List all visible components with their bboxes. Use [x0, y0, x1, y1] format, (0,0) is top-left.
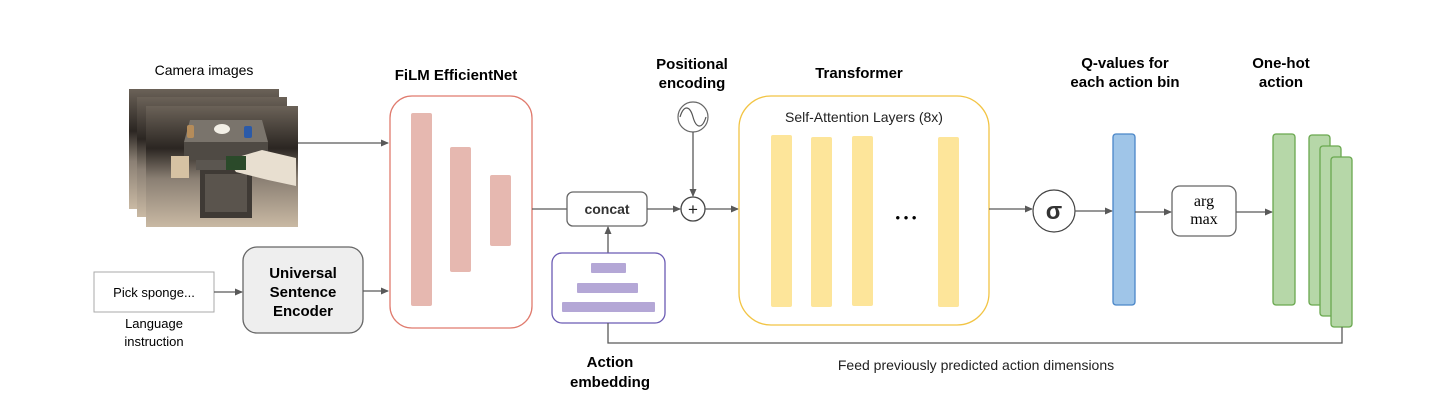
attention-layer-bar	[771, 135, 792, 307]
feedback-label: Feed previously predicted action dimensi…	[838, 357, 1114, 373]
concat-label: concat	[584, 201, 629, 217]
ellipsis: • • •	[896, 210, 917, 225]
svg-text:σ: σ	[1046, 198, 1062, 225]
qvalues-bar	[1112, 133, 1136, 306]
attention-layer-bar	[938, 137, 959, 307]
camera-frame-front	[146, 106, 298, 227]
use-label-2: Sentence	[270, 284, 337, 301]
use-label-3: Encoder	[273, 303, 333, 320]
sigma-activation-icon: σ	[1032, 189, 1076, 233]
language-instruction-label-2: instruction	[124, 334, 183, 349]
argmax-label-2: max	[1190, 211, 1218, 228]
action-embedding-bar	[562, 302, 655, 312]
qvalues-label-2: each action bin	[1070, 74, 1179, 91]
svg-text:+: +	[688, 200, 698, 219]
add-operator-icon: +	[680, 196, 706, 222]
argmax-box	[1171, 185, 1237, 237]
action-embedding-label-1: Action	[587, 354, 634, 371]
attention-layer-bar	[852, 136, 873, 306]
self-attention-label: Self-Attention Layers (8x)	[785, 109, 943, 125]
instruction-text: Pick sponge...	[113, 285, 195, 300]
qvalues-label-1: Q-values for	[1081, 55, 1169, 72]
universal-sentence-encoder-box	[242, 246, 364, 334]
action-embedding-bar	[577, 283, 638, 293]
film-efficientnet-title: FiLM EfficientNet	[395, 67, 518, 84]
onehot-label-1: One-hot	[1252, 55, 1310, 72]
feedback-connector	[607, 323, 1343, 344]
action-embedding-label-2: embedding	[570, 374, 650, 391]
camera-images-stack	[129, 89, 298, 227]
camera-images-label: Camera images	[155, 62, 254, 78]
attention-layer-bar	[811, 137, 832, 307]
language-instruction-label-1: Language	[125, 316, 183, 331]
transformer-title: Transformer	[815, 65, 903, 82]
film-layer-bar	[450, 147, 471, 272]
onehot-bar	[1272, 133, 1296, 306]
positional-encoding-label-1: Positional	[656, 56, 728, 73]
film-layer-bar	[411, 113, 432, 306]
use-label-1: Universal	[269, 265, 337, 282]
onehot-bar-stack	[1330, 156, 1353, 328]
sine-wave-icon	[677, 101, 709, 133]
film-layer-bar	[490, 175, 511, 246]
argmax-label-1: arg	[1194, 193, 1214, 210]
positional-encoding-label-2: encoding	[659, 75, 726, 92]
action-embedding-bar	[591, 263, 626, 273]
onehot-label-2: action	[1259, 74, 1303, 91]
